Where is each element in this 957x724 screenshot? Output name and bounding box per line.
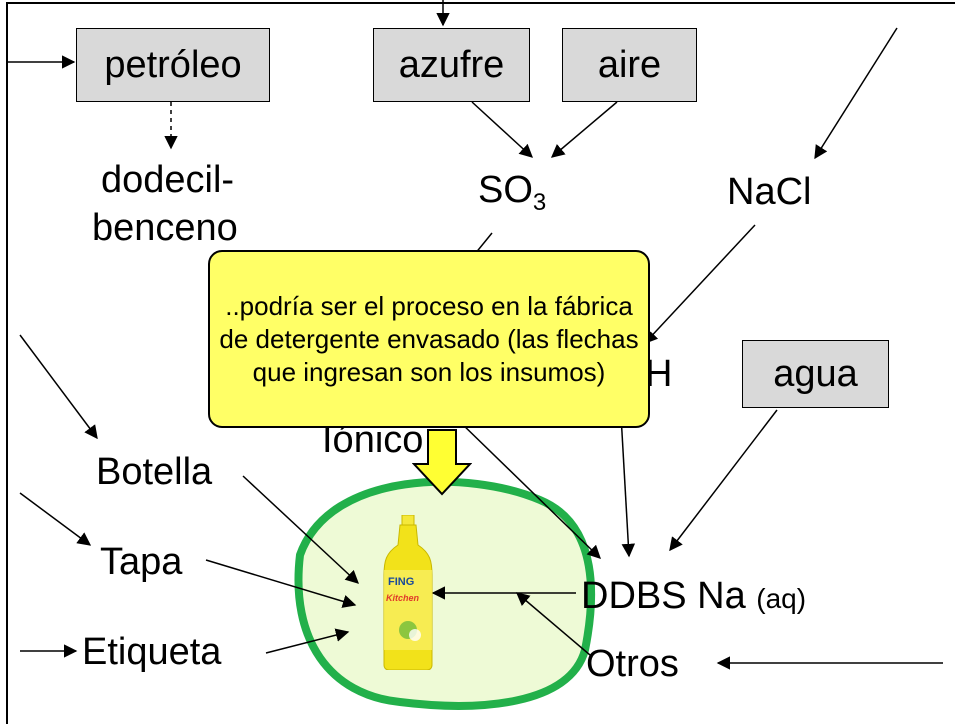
petroleo-box: petróleo (76, 28, 270, 102)
etiqueta-label: Etiqueta (82, 631, 222, 673)
callout-text: ..podría ser el proceso en la fábrica de… (219, 290, 639, 387)
aire-label: aire (597, 43, 662, 86)
callout-note: ..podría ser el proceso en la fábrica de… (208, 250, 650, 428)
tapa-label: Tapa (100, 541, 183, 583)
arrow-azufre-so3 (471, 101, 533, 158)
arrow-aire-so3 (550, 101, 618, 158)
azufre-label: azufre (398, 43, 505, 86)
arrow-botella-product (242, 475, 359, 584)
arrow-tapa-product (205, 559, 357, 608)
arrow-ionico-ddbs (457, 419, 601, 559)
diagram-frame (6, 2, 955, 724)
system-boundary (294, 477, 596, 710)
arrow-into-nacl (814, 27, 898, 160)
otros-label: Otros (586, 643, 679, 685)
bottle-brand-text: FING (388, 576, 414, 588)
arrow-h-ddbs (620, 414, 636, 558)
arrow-into-tapa (19, 492, 92, 546)
nacl-label: NaCl (727, 171, 812, 213)
petroleo-label: petróleo (104, 43, 242, 86)
detergent-bottle-image: FING Kitchen (383, 515, 433, 670)
aire-box: aire (562, 28, 697, 102)
agua-label: agua (773, 352, 858, 395)
dodecil-label-line1: dodecil- (101, 159, 235, 201)
dodecil-label-line2: benceno (92, 207, 238, 249)
agua-box: agua (742, 340, 889, 408)
arrow-otros-product (515, 592, 591, 656)
botella-label: Botella (96, 451, 213, 493)
down-block-arrow-icon (412, 429, 472, 496)
azufre-box: azufre (373, 28, 530, 102)
arrow-agua-ddbs (669, 409, 778, 552)
bottle-name-text: Kitchen (386, 593, 420, 603)
ddbs-label: DDBS Na (aq) (581, 575, 807, 617)
arrow-into-botella (19, 334, 98, 440)
arrow-etiqueta-product (265, 628, 350, 654)
arrow-nacl-down (644, 224, 756, 344)
so3-label: SO3 (478, 169, 547, 216)
